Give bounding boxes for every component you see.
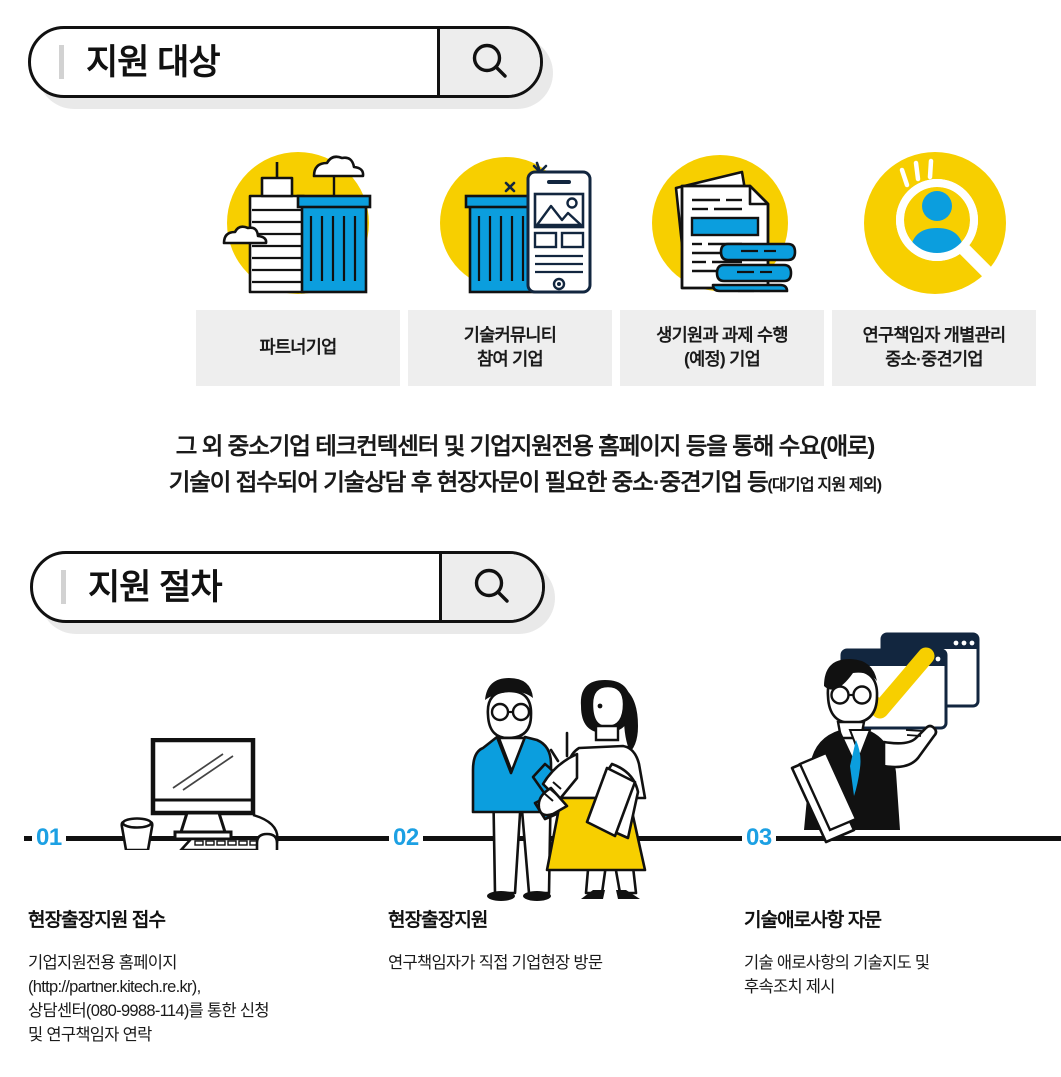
text-caret-icon: [59, 45, 64, 79]
target-label-text-2: 생기원과 과제 수행 (예정) 기업: [656, 325, 788, 369]
pill-text-area-2: 지원 절차: [33, 554, 439, 620]
description-line-2: 기술이 접수되어 기술상담 후 현장자문이 필요한 중소·중견기업 등: [168, 469, 769, 496]
handshake-people-icon: [471, 678, 647, 901]
desktop-computer-icon: [120, 737, 279, 858]
step-art-2: [790, 630, 1010, 850]
target-description: 그 외 중소기업 테크컨텍센터 및 기업지원전용 홈페이지 등을 통해 수요(애…: [0, 428, 1050, 501]
step-text-1: 현장출장지원 연구책임자가 직접 기업현장 방문: [388, 910, 718, 976]
target-card-icon-0: [196, 148, 408, 298]
person-magnifier-icon: [864, 152, 1006, 294]
target-card-icon-3: [832, 148, 1044, 298]
search-pill-target: 지원 대상: [28, 26, 543, 98]
target-card-icon-2: [620, 148, 832, 298]
step-number-2: 03: [742, 826, 776, 850]
step-title-1: 현장출장지원: [388, 910, 488, 931]
search-pill-process: 지원 절차: [30, 551, 545, 623]
step-art-1: [455, 668, 655, 908]
target-label-2: 생기원과 과제 수행 (예정) 기업: [620, 310, 824, 386]
text-caret-icon-2: [61, 570, 66, 604]
building-smartphone-icon: [440, 157, 592, 294]
step-number-1: 02: [389, 826, 423, 850]
consultant-checkmark-icon: [790, 632, 980, 844]
description-line-2-wrap: 기술이 접수되어 기술상담 후 현장자문이 필요한 중소·중견기업 등(대기업 …: [0, 464, 1050, 500]
step-body-2: 기술 애로사항의 기술지도 및 후속조치 제시: [744, 953, 930, 996]
target-label-3: 연구책임자 개별관리 중소·중견기업: [832, 310, 1036, 386]
step-title-2: 기술애로사항 자문: [744, 910, 882, 931]
magnifier-icon: [474, 568, 509, 603]
target-labels-row: 파트너기업 기술커뮤니티 참여 기업 생기원과 과제 수행 (예정) 기업 연구…: [196, 310, 1048, 386]
target-label-text-3: 연구책임자 개별관리 중소·중견기업: [862, 325, 1006, 369]
step-body-0: 기업지원전용 홈페이지 (http://partner.kitech.re.kr…: [28, 953, 270, 1044]
description-line-1: 그 외 중소기업 테크컨텍센터 및 기업지원전용 홈페이지 등을 통해 수요(애…: [175, 433, 876, 459]
step-title-0: 현장출장지원 접수: [28, 910, 166, 931]
step-body-1: 연구책임자가 직접 기업현장 방문: [388, 953, 603, 972]
step-text-2: 기술애로사항 자문 기술 애로사항의 기술지도 및 후속조치 제시: [744, 910, 1044, 1000]
section-title-process: 지원 절차: [88, 567, 223, 607]
documents-books-icon: [652, 155, 797, 293]
description-note: (대기업 지원 제외): [767, 477, 882, 495]
section-title-target: 지원 대상: [86, 42, 221, 82]
step-art-0: [95, 737, 295, 858]
magnifier-icon: [472, 43, 507, 78]
target-label-1: 기술커뮤니티 참여 기업: [408, 310, 612, 386]
target-label-text-1: 기술커뮤니티 참여 기업: [463, 325, 557, 369]
target-label-text-0: 파트너기업: [259, 337, 338, 358]
city-buildings-icon: [222, 152, 372, 294]
target-label-0: 파트너기업: [196, 310, 400, 386]
target-icons-row: [196, 148, 1046, 298]
target-card-icon-1: [408, 148, 620, 298]
step-number-0: 01: [32, 826, 66, 850]
search-button-process[interactable]: [439, 554, 542, 620]
search-button-target[interactable]: [437, 29, 540, 95]
step-text-0: 현장출장지원 접수 기업지원전용 홈페이지 (http://partner.ki…: [28, 910, 368, 1047]
pill-text-area: 지원 대상: [31, 29, 437, 95]
